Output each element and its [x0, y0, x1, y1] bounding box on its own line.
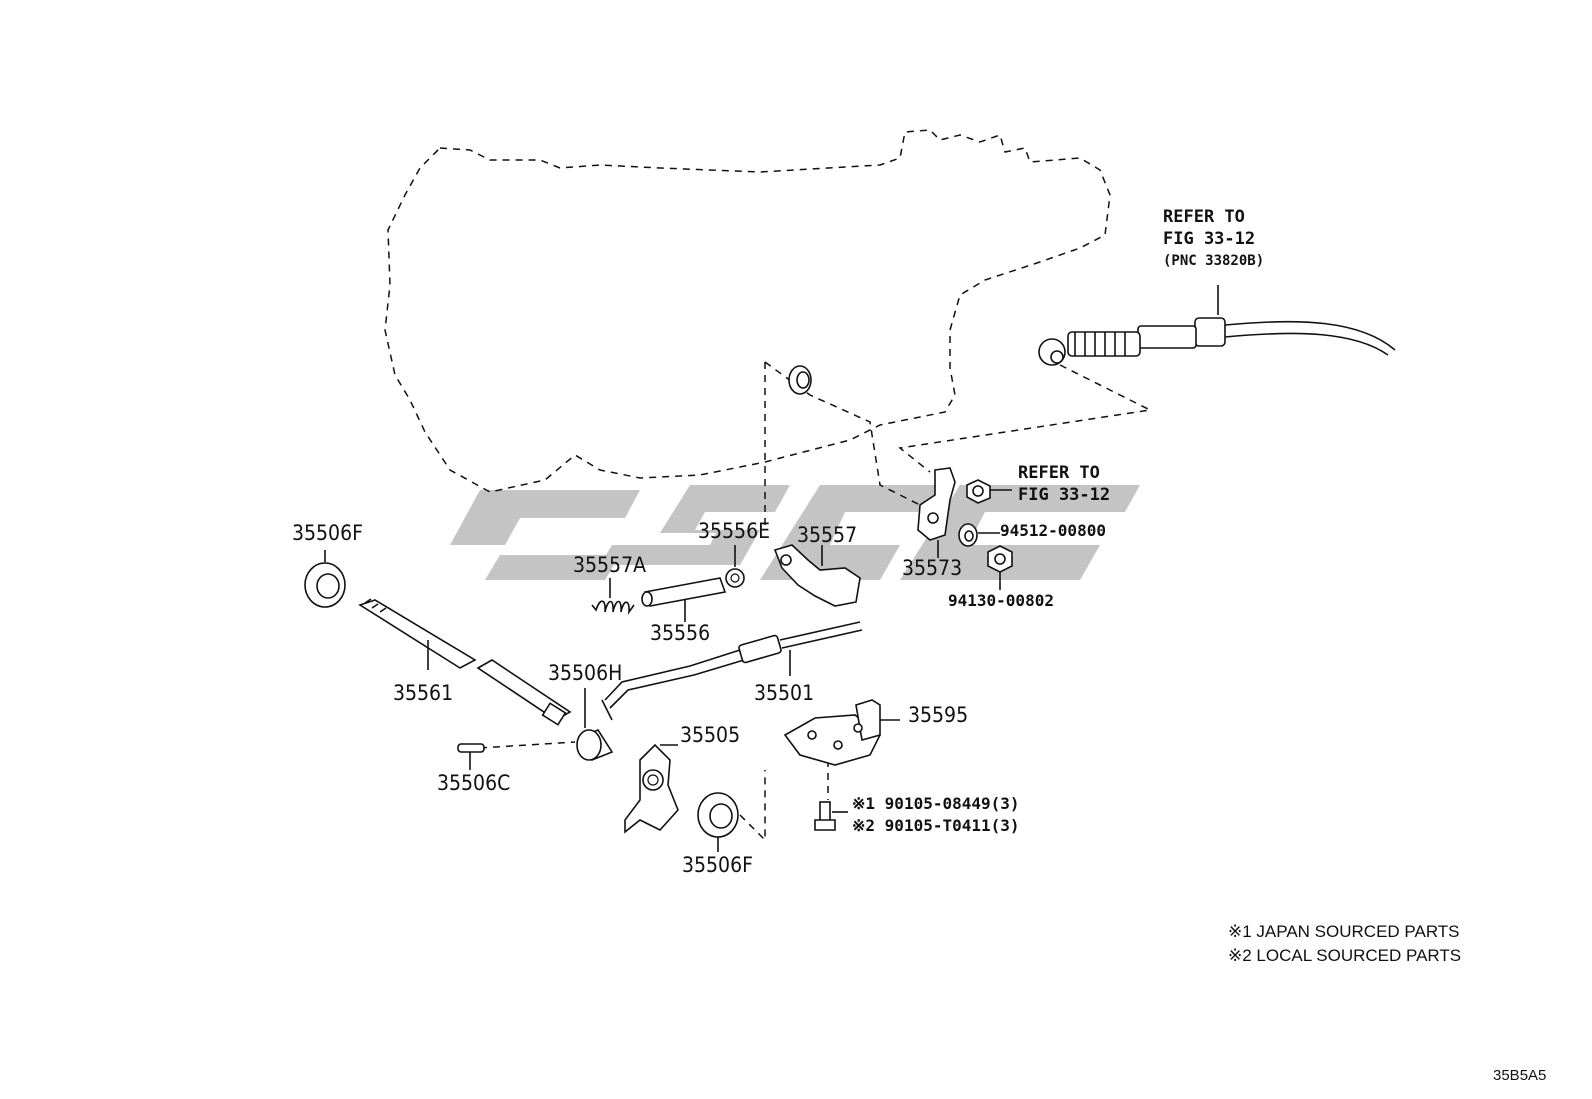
label-35573: 35573: [902, 556, 962, 580]
case-seal-icon: [788, 365, 812, 395]
oil-seal-top-icon: [304, 550, 346, 608]
transmission-outline: [384, 129, 1111, 493]
lever-35557-icon: [773, 544, 861, 607]
bush-icon: [576, 688, 614, 762]
label-35561: 35561: [393, 681, 453, 705]
label-35506H: 35506H: [548, 661, 622, 685]
washer-icon: [958, 523, 1000, 547]
label-35506F-top: 35506F: [292, 521, 363, 545]
figure-code: 35B5A5: [1493, 1067, 1546, 1084]
label-bolt-local: ※2 90105-T0411(3): [852, 816, 1020, 835]
label-35556: 35556: [650, 621, 710, 645]
cable-35501-icon: [601, 621, 863, 721]
label-35556E: 35556E: [698, 519, 770, 543]
dash-leader-cable: [898, 364, 1153, 473]
bracket-35573-icon: [917, 467, 956, 558]
note-japan-sourced: ※1 JAPAN SOURCED PARTS: [1228, 922, 1460, 941]
label-35557: 35557: [797, 523, 857, 547]
label-94512-00800: 94512-00800: [1000, 521, 1106, 540]
nut-icon: [966, 479, 1012, 504]
dash-leader-pin: [479, 741, 576, 749]
label-35501: 35501: [754, 681, 814, 705]
label-35557A: 35557A: [573, 553, 646, 577]
nut-ref-line2: FIG 33-12: [1018, 485, 1110, 505]
pin-35556-icon: [641, 577, 727, 622]
dash-leader-seal: [764, 361, 921, 506]
cable-ref-line3: (PNC 33820B): [1163, 253, 1264, 269]
note-local-sourced: ※2 LOCAL SOURCED PARTS: [1228, 946, 1461, 965]
label-35506C: 35506C: [437, 771, 510, 795]
label-35595: 35595: [908, 703, 968, 727]
spring-icon: [591, 578, 635, 615]
dash-leader-seal-bottom: [739, 770, 766, 842]
lever-35505-icon: [624, 743, 679, 834]
label-35506F-bottom: 35506F: [682, 853, 753, 877]
label-94130-00802: 94130-00802: [948, 591, 1054, 610]
label-35505: 35505: [680, 723, 740, 747]
label-bolt-japan: ※1 90105-08449(3): [852, 794, 1020, 813]
shift-cable-icon: [1038, 285, 1396, 366]
cable-ref-line2: FIG 33-12: [1163, 229, 1255, 249]
plate-35595-icon: [783, 699, 900, 766]
pin-icon: [457, 743, 485, 770]
e-ring-icon: [725, 545, 745, 588]
cable-ref-line1: REFER TO: [1163, 207, 1245, 227]
bolt-icon: [814, 801, 848, 831]
nut-ref-line1: REFER TO: [1018, 463, 1100, 483]
nut-94130-icon: [987, 545, 1013, 590]
oil-seal-bottom-icon: [697, 792, 739, 852]
shaft-35561-icon: [358, 598, 572, 726]
